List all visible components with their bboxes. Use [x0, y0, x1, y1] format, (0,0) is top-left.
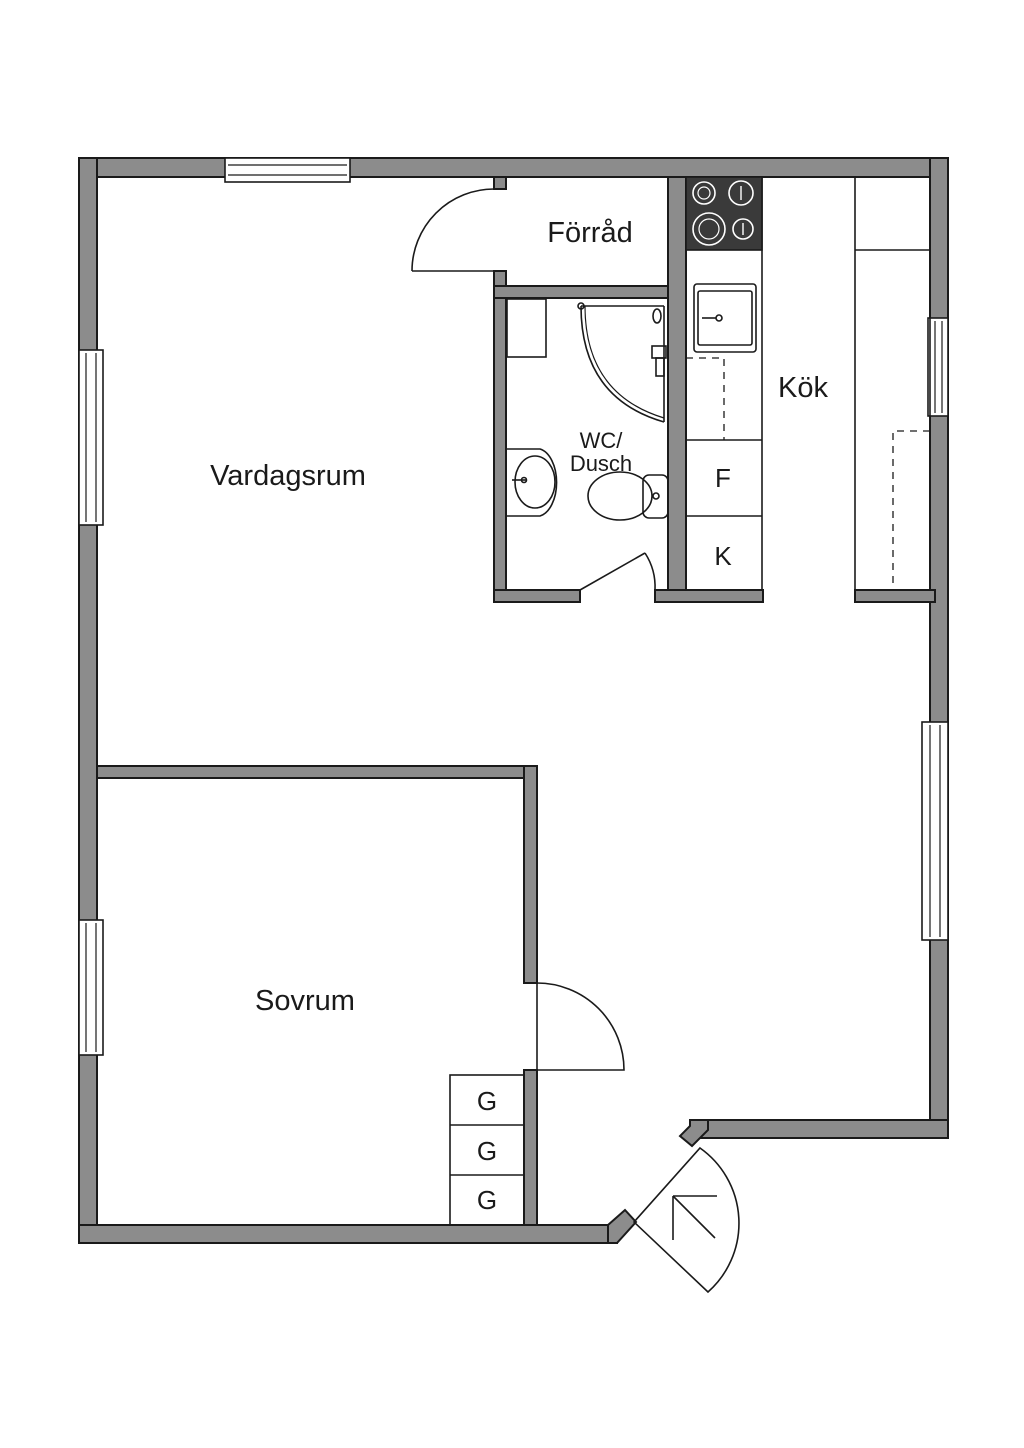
bathroom-door	[579, 552, 656, 591]
room-label-wc: WC/	[580, 428, 624, 453]
window-left-living	[78, 349, 104, 526]
kitchen-sink-icon	[693, 283, 757, 353]
bedroom-door	[536, 982, 625, 1071]
wardrobe-label-2: G	[477, 1136, 497, 1166]
bath-cabinet	[506, 298, 547, 358]
room-label-sovrum: Sovrum	[255, 985, 355, 1017]
fridge-label: F	[715, 463, 731, 493]
room-label-vardagsrum: Vardagsrum	[210, 460, 366, 492]
shower	[577, 302, 667, 423]
interior-walls	[96, 176, 936, 1226]
window-right-living	[921, 721, 949, 941]
washbasin-icon	[507, 448, 558, 517]
doors	[411, 188, 740, 1294]
windows	[78, 157, 949, 1056]
freezer-label: K	[714, 541, 732, 571]
wardrobes	[449, 1074, 525, 1226]
room-label-kok: Kök	[778, 372, 828, 404]
outer-walls	[78, 157, 949, 1244]
storage-door	[411, 188, 495, 272]
stove-icon	[685, 176, 763, 251]
bathroom-fixtures	[506, 298, 669, 521]
toilet-icon	[587, 471, 669, 521]
room-label-forrad: Förråd	[547, 217, 632, 249]
wardrobe-label-1: G	[477, 1086, 497, 1116]
window-left-bedroom	[78, 919, 104, 1056]
window-top	[224, 157, 351, 183]
room-label-dusch: Dusch	[570, 451, 632, 476]
window-right-kitchen	[927, 317, 949, 417]
entrance-door	[632, 1146, 740, 1294]
kitchen-fixtures	[685, 176, 931, 591]
wardrobe-label-3: G	[477, 1185, 497, 1215]
